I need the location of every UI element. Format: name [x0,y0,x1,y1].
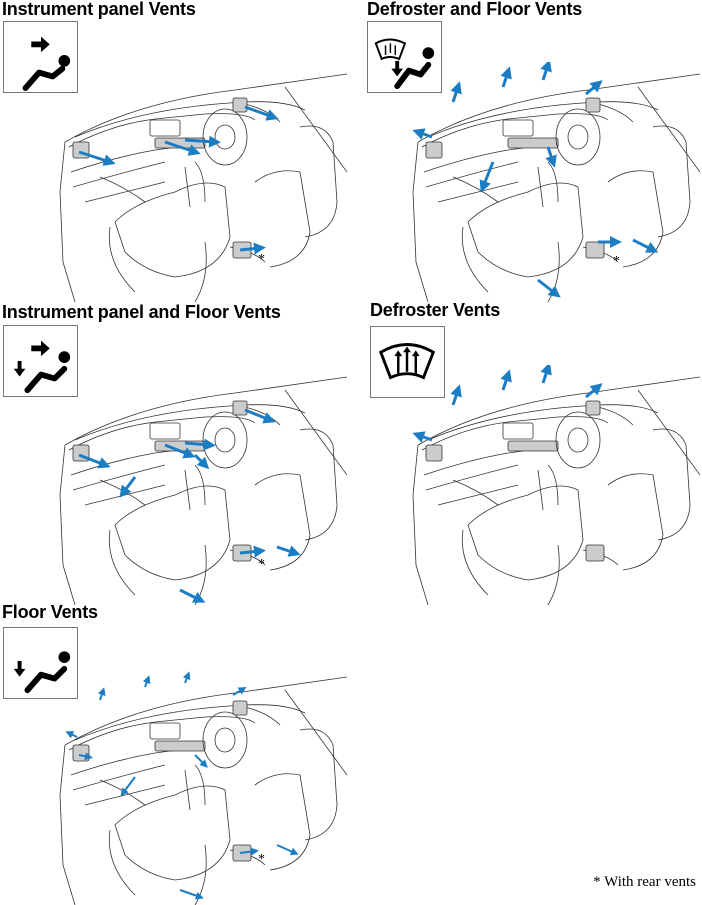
interior-diagram [55,671,347,905]
panel-title: Defroster Vents [370,300,501,320]
airflow-arrows [412,62,659,298]
interior-diagram [412,62,700,302]
airflow-arrows [65,671,299,900]
rear-vent-asterisk: * [258,852,265,867]
airflow-arrows [78,408,301,603]
airflow-arrows [78,105,279,255]
face-floor-vent-icon [3,325,78,397]
defrost-floor-vent-icon [367,21,442,93]
defrost-vent-icon [370,326,445,398]
rear-vent-asterisk: * [258,557,265,572]
panel-title: Instrument panel Vents [2,0,196,19]
panel-title: Defroster and Floor Vents [367,0,583,19]
floor-vent-icon [3,627,78,699]
interior-diagram [55,365,347,605]
footnote: * With rear vents [593,874,696,890]
face-vent-icon [3,21,78,93]
rear-vent-asterisk: * [258,252,265,267]
panel-title: Floor Vents [2,602,98,622]
interior-diagram [55,62,347,302]
airflow-arrows [412,365,603,443]
rear-vent-asterisk: * [613,254,620,269]
panel-title: Instrument panel and Floor Vents [2,302,281,322]
interior-diagram [412,365,700,605]
